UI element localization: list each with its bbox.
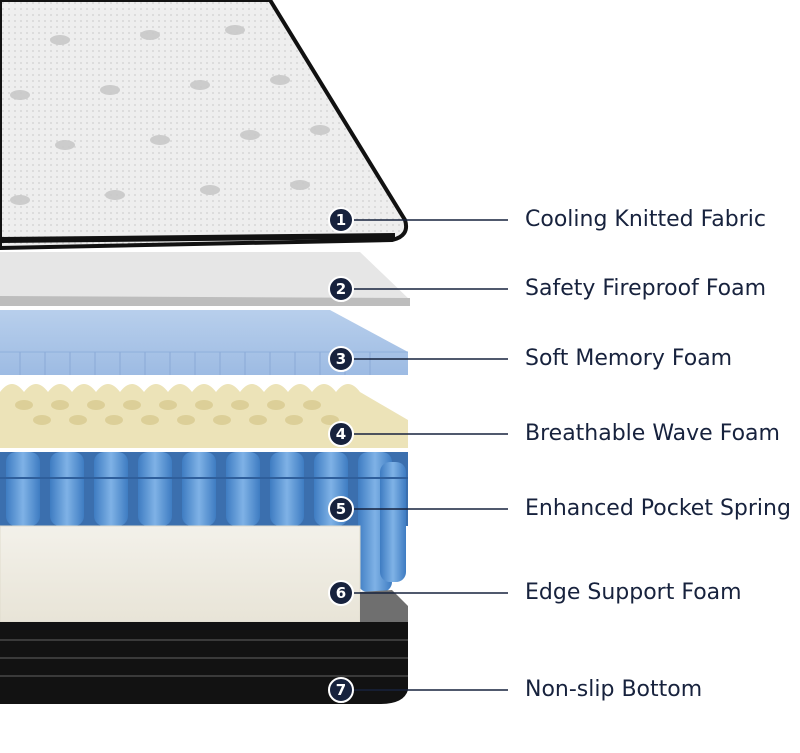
label-edge-support-foam: Edge Support Foam — [525, 580, 742, 605]
pocket-spring-coils — [6, 452, 406, 592]
label-soft-memory-foam: Soft Memory Foam — [525, 346, 733, 371]
leader-lines — [354, 219, 508, 691]
badge-5: 5 — [328, 496, 354, 522]
layer-safety-fireproof-foam — [0, 252, 410, 306]
badge-7: 7 — [328, 677, 354, 703]
layer-breathable-wave-foam — [0, 384, 408, 448]
bottom-stripes — [0, 639, 408, 677]
memory-foam-cells — [19, 352, 371, 375]
layer-soft-memory-foam — [0, 310, 408, 375]
badge-5-number: 5 — [336, 500, 346, 518]
label-enhanced-pocket-spring: Enhanced Pocket Spring — [525, 496, 791, 521]
badge-3: 3 — [328, 346, 354, 372]
badge-4: 4 — [328, 421, 354, 447]
label-non-slip-bottom: Non-slip Bottom — [525, 677, 703, 702]
badge-1: 1 — [328, 207, 354, 233]
badge-6-number: 6 — [336, 584, 346, 602]
badge-1-number: 1 — [336, 211, 346, 229]
label-cooling-knitted-fabric: Cooling Knitted Fabric — [525, 207, 766, 232]
badge-2: 2 — [328, 276, 354, 302]
label-breathable-wave-foam: Breathable Wave Foam — [525, 421, 780, 446]
layer-non-slip-bottom — [0, 590, 408, 704]
layer-edge-support-foam — [0, 525, 361, 623]
quilt-tufts — [10, 25, 330, 205]
wave-foam-bumps — [15, 400, 339, 425]
badge-3-number: 3 — [336, 350, 346, 368]
layer-cooling-knitted-fabric — [0, 0, 409, 251]
badge-2-number: 2 — [336, 280, 346, 298]
badge-6: 6 — [328, 580, 354, 606]
badge-4-number: 4 — [336, 425, 346, 443]
label-safety-fireproof-foam: Safety Fireproof Foam — [525, 276, 767, 301]
badge-7-number: 7 — [336, 681, 346, 699]
